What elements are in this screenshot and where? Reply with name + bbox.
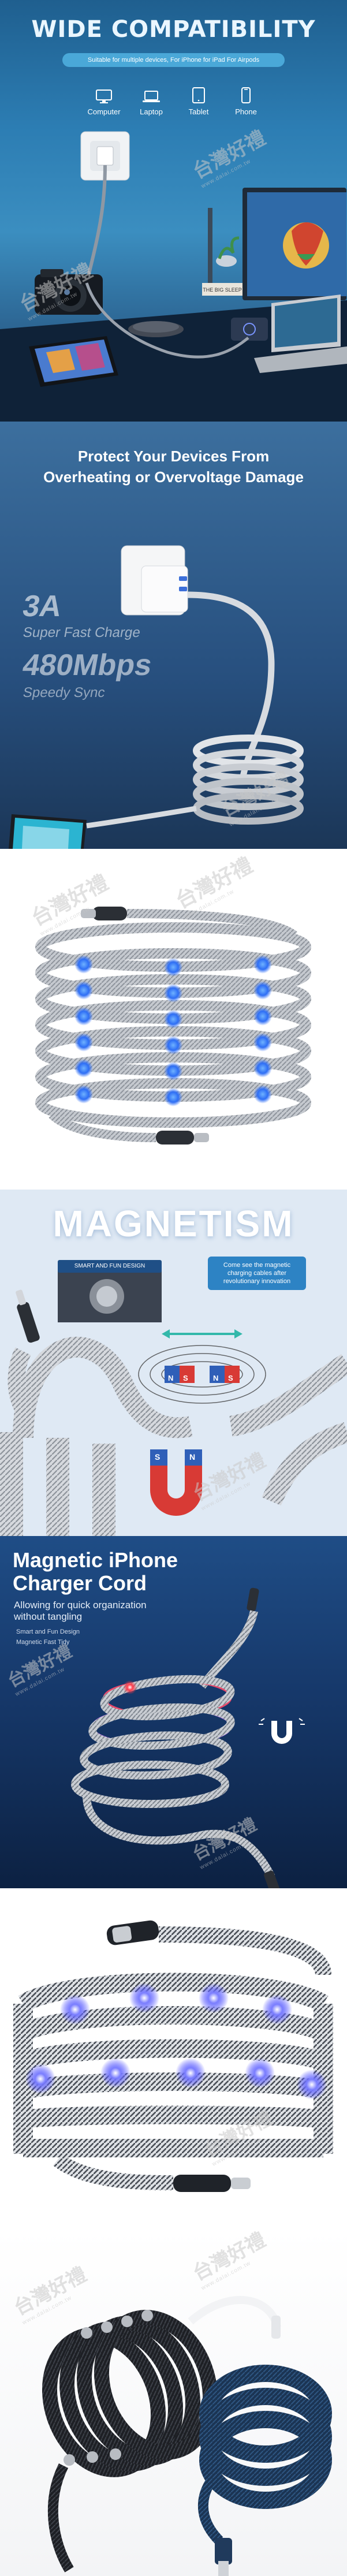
charge-text: Super Fast Charge [21,625,142,640]
magnetism-title: MAGNETISM [53,1203,294,1244]
sign-text: THE BIG SLEEP [203,287,242,293]
pole-label: S [228,1374,233,1382]
tablet-icon [180,85,217,104]
computer-icon [85,85,122,104]
magnetic-intro-box: Come see the magnetic charging cables af… [208,1257,306,1290]
magnetism-illustration [0,1270,347,1536]
device-label-computer: Computer [87,107,121,116]
protect-devices-section: Protect Your Devices From Overheating or… [0,422,347,849]
charger-cord-title: Magnetic iPhone Charger Cord [13,1548,178,1595]
point-fast-tidy: Magnetic Fast Tidy [16,1639,70,1646]
magnet-n-label: N [189,1452,196,1462]
pole-label: N [213,1374,219,1382]
magnetic-charger-cord-section: Magnetic iPhone Charger Cord Allowing fo… [0,1536,347,1888]
laptop-icon [133,85,170,104]
charge-value: 3A [20,590,65,623]
charger-illustration [9,545,304,849]
compatibility-subtitle: Suitable for multiple devices, For iPhon… [62,53,285,67]
magnet-icon [259,1718,305,1744]
phone-icon [227,85,264,104]
device-label-phone: Phone [235,107,257,116]
smart-design-tag: SMART AND FUN DESIGN [58,1260,162,1273]
device-computer: Computer [85,85,122,116]
magnet-s-label: S [155,1452,161,1462]
speed-text: Speedy Sync [21,685,106,700]
device-label-tablet: Tablet [188,107,209,116]
cable-variants-photo [42,2296,332,2576]
wide-compatibility-section: WIDE COMPATIBILITY Suitable for multiple… [0,0,347,422]
magnetism-section: MAGNETISM [0,1190,347,1536]
glowing-coil-illustration [71,1587,305,1888]
protect-title: Protect Your Devices From Overheating or… [43,448,304,486]
device-tablet: Tablet [180,85,217,116]
speed-value: 480Mbps [20,648,155,682]
pole-label: N [168,1374,174,1382]
pole-label: S [183,1374,188,1382]
magnetic-coil-illustration [13,1920,333,2192]
device-list: Computer Laptop Tablet Phone [85,85,264,116]
desk-scene-illustration: THE BIG SLEEP [0,131,347,422]
point-smart-design: Smart and Fun Design [16,1628,80,1635]
wide-compatibility-title: WIDE COMPATIBILITY [31,16,316,43]
device-label-laptop: Laptop [140,107,163,116]
coiled-cable-illustration [35,907,311,1145]
device-laptop: Laptop [133,85,170,116]
device-phone: Phone [227,85,264,116]
organization-text: Allowing for quick organization without … [14,1600,147,1622]
